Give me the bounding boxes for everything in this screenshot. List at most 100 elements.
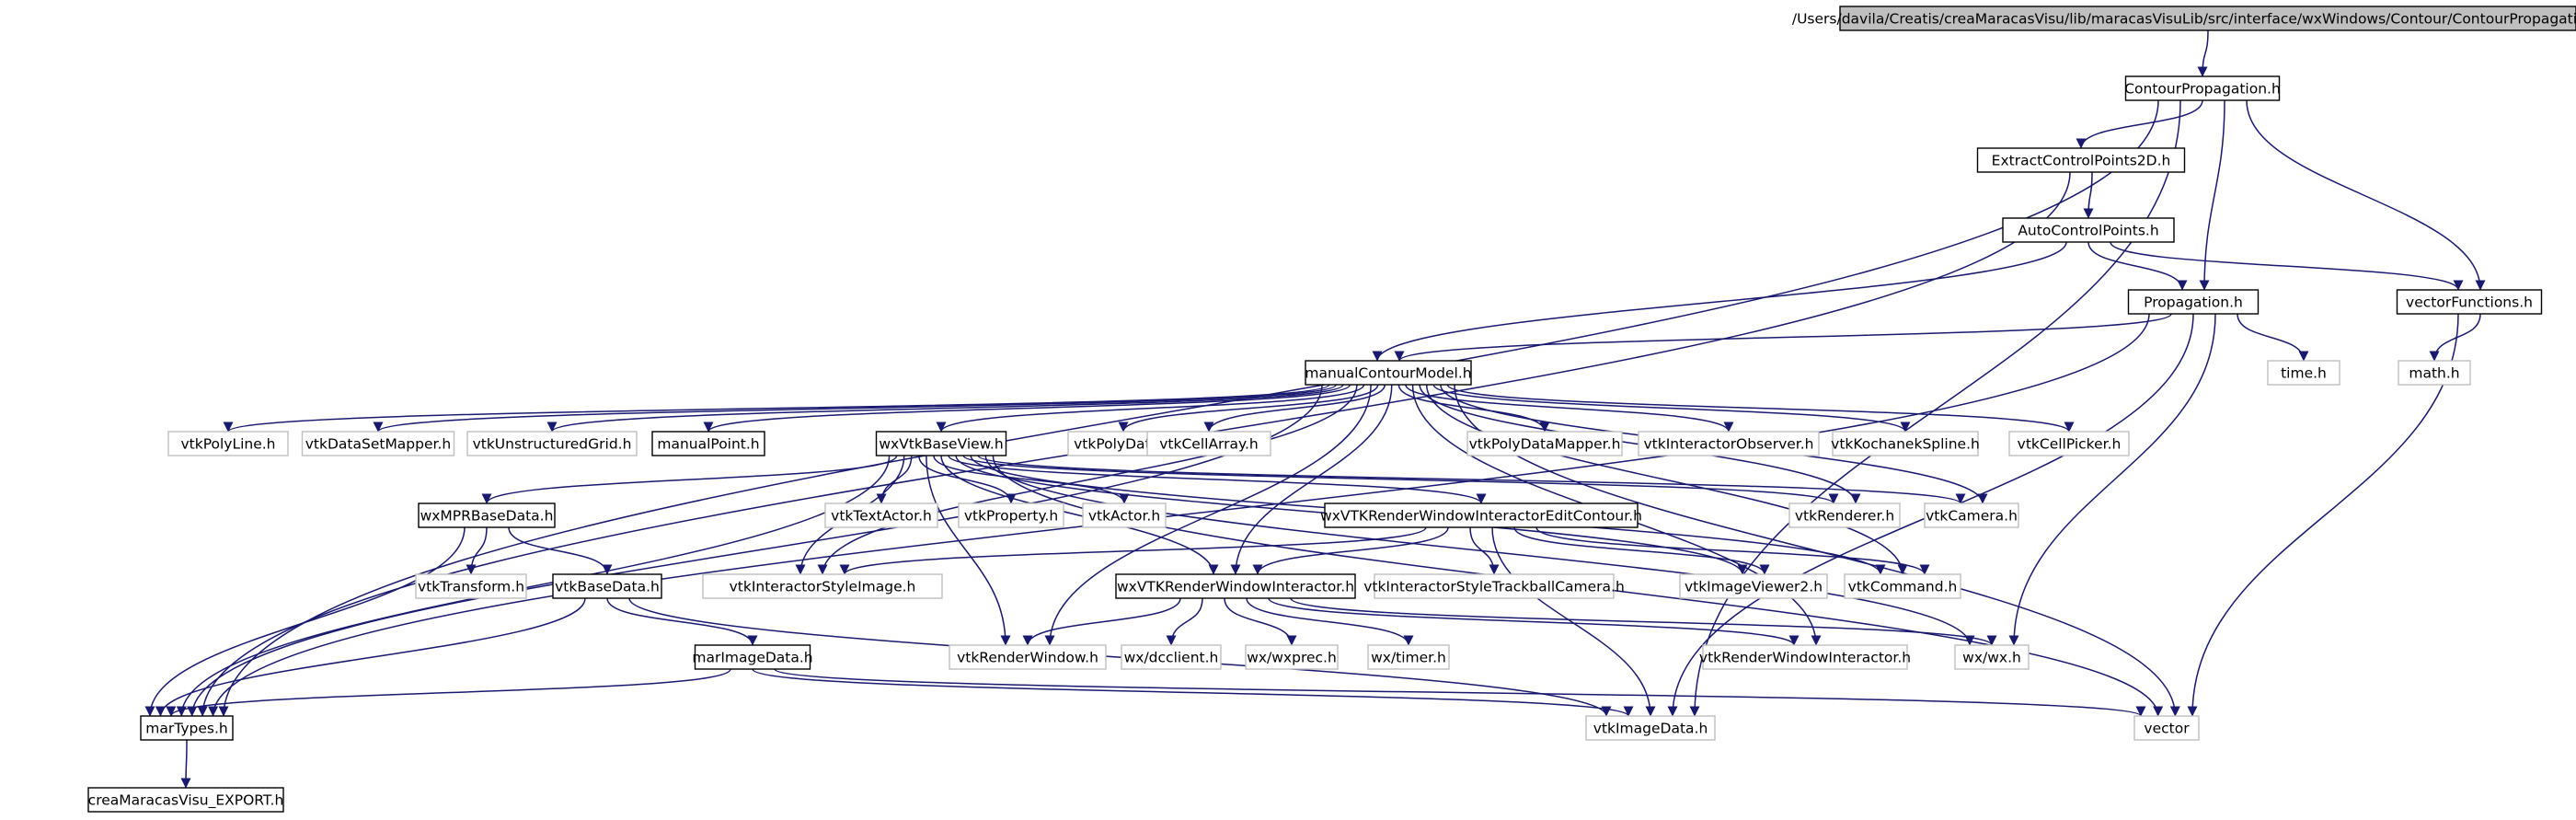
node-wxvtkrenderwindowinteractoreditcontour-h[interactable]: wxVTKRenderWindowInteractorEditContour.h <box>1320 502 1642 528</box>
node-vectorfunctions-h[interactable]: vectorFunctions.h <box>2396 289 2543 315</box>
edge-autocp-to-propagation <box>2087 241 2188 291</box>
node-marimagedata-h[interactable]: marImageData.h <box>692 644 813 670</box>
node-creamaracasvisu-export-h[interactable]: creaMaracasVisu_EXPORT.h <box>87 787 284 813</box>
node-box <box>1976 147 2186 173</box>
node-box <box>167 431 289 456</box>
node-label: vtkProperty.h <box>964 508 1058 525</box>
node-box <box>1702 644 1908 670</box>
edge-mcm-to-dsmapper <box>373 384 1337 433</box>
node-label: vtkImageViewer2.h <box>1685 579 1823 595</box>
node-label: vector <box>2144 721 2190 737</box>
node-box <box>552 573 662 599</box>
node-box <box>1146 431 1271 456</box>
node-box <box>949 644 1107 670</box>
node-label: vtkActor.h <box>1088 508 1160 525</box>
edge-wxedit-to-imagedata <box>1491 526 1656 717</box>
node-box <box>2133 715 2200 741</box>
node-vtkproperty-h: vtkProperty.h <box>958 502 1064 528</box>
edge-wxrwi-to-rwi <box>1268 597 1800 646</box>
node-vtkrenderwindowinteractor-h: vtkRenderWindowInteractor.h <box>1699 644 1911 670</box>
node-wx-wx-h: wx/wx.h <box>1954 644 2030 670</box>
edge-mcm-to-command <box>1425 384 1908 575</box>
node-box <box>2396 289 2543 315</box>
node-wxvtkrenderwindowinteractor-h[interactable]: wxVTKRenderWindowInteractor.h <box>1115 573 1356 599</box>
node-layer: /Users/davila/Creatis/creaMaracasVisu/li… <box>87 6 2576 813</box>
node-autocontrolpoints-h[interactable]: AutoControlPoints.h <box>2002 217 2175 243</box>
node-label: manualContourModel.h <box>1305 365 1471 382</box>
node-wx-dcclient-h: wx/dcclient.h <box>1121 644 1222 670</box>
node-label: math.h <box>2409 365 2459 382</box>
node-contourpropagation-h[interactable]: ContourPropagation.h <box>2124 75 2281 101</box>
edge-wxedit-to-command <box>1535 526 1930 575</box>
node-label: vectorFunctions.h <box>2406 295 2533 311</box>
edge-basedata-to-marimage <box>606 597 758 646</box>
node-label: ContourPropagation.h <box>2124 81 2281 98</box>
node-box <box>1121 644 1222 670</box>
node-vtkrenderwindow-h: vtkRenderWindow.h <box>949 644 1107 670</box>
node-manualpoint-h[interactable]: manualPoint.h <box>651 431 765 456</box>
edge-autocp-to-mcm <box>1372 241 2067 362</box>
edge-wxrwi-to-wxprec <box>1224 597 1297 646</box>
node-label: marImageData.h <box>692 650 812 666</box>
edge-extract-to-autocp <box>2083 171 2094 219</box>
node-box <box>1585 715 1716 741</box>
node-label: marTypes.h <box>145 721 227 737</box>
node-label: ExtractControlPoints2D.h <box>1992 153 2171 169</box>
node-label: wx/wxprec.h <box>1247 650 1337 666</box>
node-box <box>958 502 1064 528</box>
edge-wxvtkbase-to-camera <box>977 455 1966 504</box>
node-vtkbasedata-h[interactable]: vtkBaseData.h <box>552 573 662 599</box>
node-box <box>1305 360 1472 386</box>
edge-basedata-to-martypes <box>155 597 586 717</box>
node-box <box>1679 573 1828 599</box>
node-propagation-h[interactable]: Propagation.h <box>2127 289 2260 315</box>
node-box <box>2124 75 2281 101</box>
node-extractcontrolpoints2d-h[interactable]: ExtractControlPoints2D.h <box>1976 147 2186 173</box>
edge-marimage-to-imagedata <box>752 668 1634 717</box>
edge-propagation-to-time <box>2237 313 2309 362</box>
edge-martypes-to-export <box>180 739 191 789</box>
node-vtkkochanekspline-h: vtkKochanekSpline.h <box>1831 431 1980 456</box>
node-label: vtkCellArray.h <box>1159 436 1259 453</box>
edge-wxvtkbase-to-martypes <box>176 455 891 717</box>
edge-wxedit-to-isimage <box>839 526 1427 575</box>
node-box <box>1954 644 2030 670</box>
edge-mcm-to-ugrid <box>546 384 1344 433</box>
node-box <box>1832 431 1979 456</box>
edge-contourprop-to-extract <box>2076 99 2203 149</box>
node-box <box>1844 573 1961 599</box>
node-vtkunstructuredgrid-h: vtkUnstructuredGrid.h <box>466 431 638 456</box>
node-manualcontourmodel-h[interactable]: manualContourModel.h <box>1305 360 1472 386</box>
edge-propagation-to-wxh <box>2008 313 2216 646</box>
edge-wxedit-to-viewer2 <box>1513 526 1770 575</box>
node-label: wx/timer.h <box>1371 650 1446 666</box>
edge-mcm-to-renderer <box>1419 384 1861 504</box>
edge-mcm-to-manualpoint <box>703 384 1351 433</box>
node-wxmprbasedata-h[interactable]: wxMPRBaseData.h <box>418 502 556 528</box>
node-box <box>1324 502 1639 528</box>
edge-wxrwi-to-timer <box>1246 597 1414 646</box>
node-vtkpolyline-h: vtkPolyLine.h <box>167 431 289 456</box>
node-vtktransform-h: vtkTransform.h <box>415 573 527 599</box>
edge-mcm-to-renderwindow <box>1044 384 1372 646</box>
node-box <box>1638 431 1820 456</box>
node-wxvtkbaseview-h[interactable]: wxVtkBaseView.h <box>875 431 1007 456</box>
node-martypes-h[interactable]: marTypes.h <box>140 715 234 741</box>
edge-contourprop-to-vectorfn <box>2246 99 2486 291</box>
node-label: vtkRenderWindow.h <box>957 650 1098 666</box>
node-box <box>2398 360 2471 386</box>
node-label: vtkRenderWindowInteractor.h <box>1699 650 1911 666</box>
edge-layer <box>144 29 2486 789</box>
node-box <box>1788 502 1901 528</box>
node-label: wxVTKRenderWindowInteractor.h <box>1117 579 1354 595</box>
node-vtkpolydatamapper-h: vtkPolyDataMapper.h <box>1466 431 1623 456</box>
edge-wxvtkbase-to-wxedit <box>948 455 1487 504</box>
node-box <box>2267 360 2340 386</box>
node-wx-wxprec-h: wx/wxprec.h <box>1245 644 1339 670</box>
edge-mcm-to-polydata <box>1118 384 1379 433</box>
edge-marimage-to-martypes <box>166 668 731 717</box>
node-box <box>1924 502 2019 528</box>
node-label: vtkCellPicker.h <box>2018 436 2122 453</box>
root-file[interactable]: /Users/davila/Creatis/creaMaracasVisu/li… <box>1792 6 2576 31</box>
edge-mcm-to-iobserver <box>1405 384 1734 433</box>
